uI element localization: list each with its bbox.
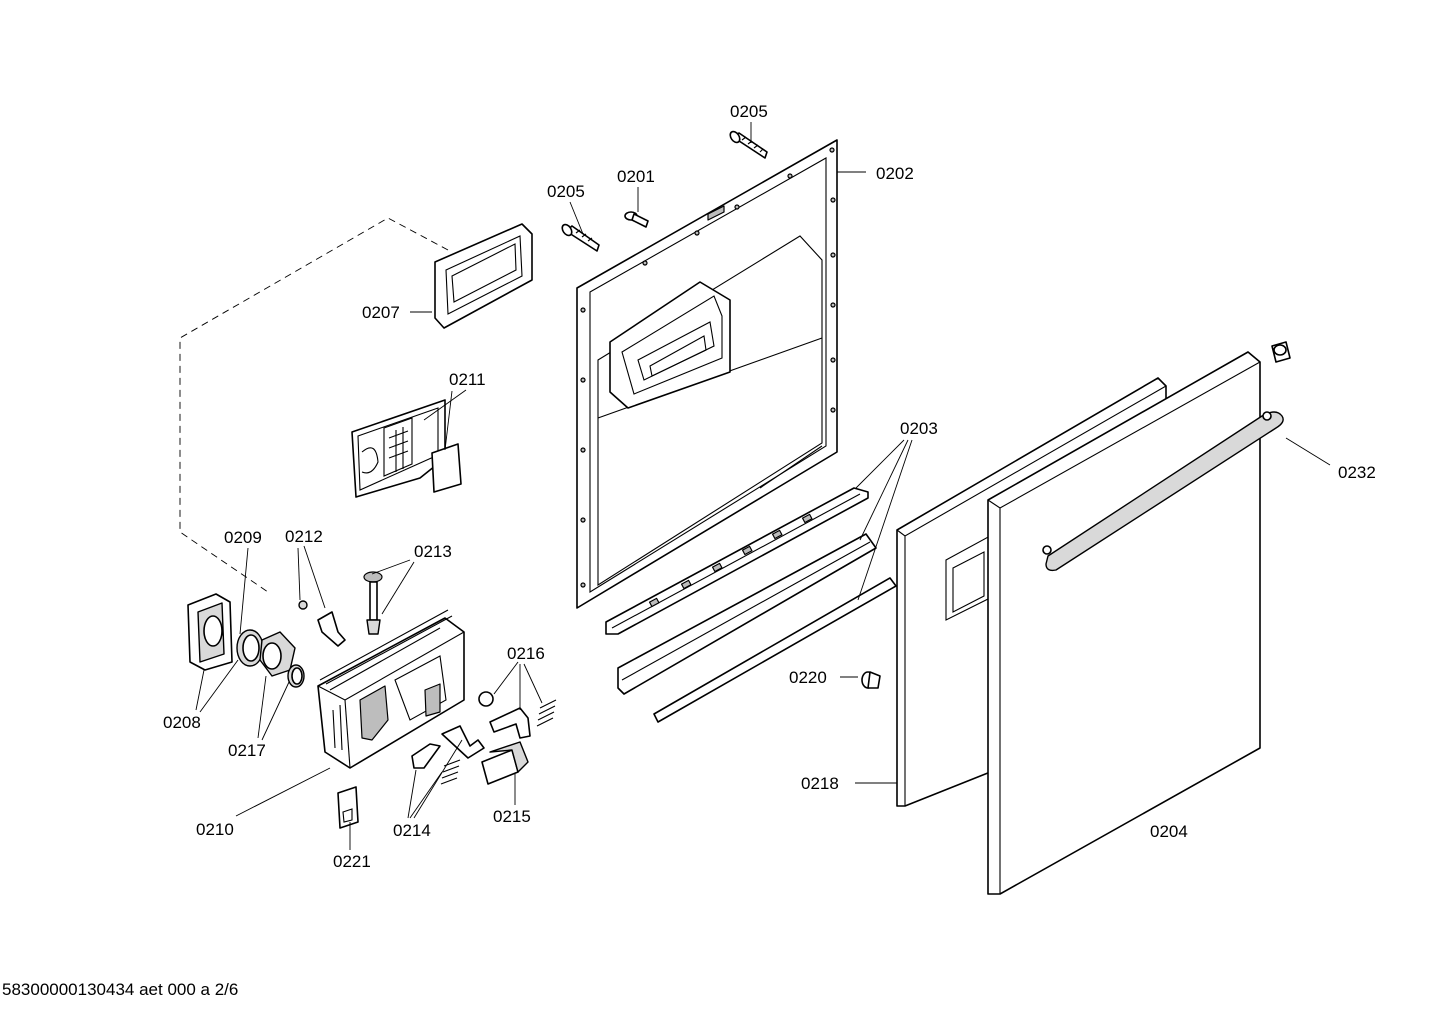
label-0204: 0204 (1150, 822, 1188, 841)
actuator-pin (363, 571, 383, 635)
label-0216: 0216 (507, 644, 545, 663)
lower-trim-strip (605, 487, 897, 723)
door-handle (1042, 341, 1291, 572)
inner-door-panel (576, 139, 838, 609)
screw-top (729, 130, 768, 159)
release-lever (489, 699, 557, 739)
window-frame (434, 223, 533, 329)
label-0218: 0218 (801, 774, 839, 793)
label-0220: 0220 (789, 668, 827, 687)
latch-levers (411, 725, 485, 785)
label-0210: 0210 (196, 820, 234, 839)
label-0201: 0201 (617, 167, 655, 186)
label-0221: 0221 (333, 852, 371, 871)
label-0209: 0209 (224, 528, 262, 547)
dispenser-ball (478, 691, 494, 707)
label-0205-left: 0205 (547, 182, 585, 201)
knob-housing (187, 593, 233, 671)
knob-insert (259, 631, 305, 688)
part-labels: 0205 0201 0205 0202 0207 0211 0203 0232 … (163, 102, 1376, 871)
label-0205-top: 0205 (730, 102, 768, 121)
door-cap (861, 671, 881, 689)
label-0214: 0214 (393, 821, 431, 840)
label-0207: 0207 (362, 303, 400, 322)
spring-clip (298, 600, 346, 647)
label-0208: 0208 (163, 713, 201, 732)
outer-door (987, 351, 1261, 895)
label-0215: 0215 (493, 807, 531, 826)
label-0202: 0202 (876, 164, 914, 183)
drawing-reference-footer: 58300000130434 aet 000 a 2/6 (2, 980, 239, 999)
door-switch (481, 741, 529, 785)
dispenser-clip (337, 786, 359, 829)
label-0212: 0212 (285, 527, 323, 546)
sealing-ring (236, 629, 264, 667)
label-0211: 0211 (449, 370, 486, 389)
label-0213: 0213 (414, 542, 452, 561)
detergent-cover (351, 399, 462, 498)
screw-left (561, 223, 600, 252)
label-0232: 0232 (1338, 463, 1376, 482)
leader-lines (195, 122, 1331, 850)
label-0203: 0203 (900, 419, 938, 438)
small-screw (624, 211, 649, 228)
label-0217: 0217 (228, 741, 266, 760)
detergent-dispenser (317, 609, 465, 769)
